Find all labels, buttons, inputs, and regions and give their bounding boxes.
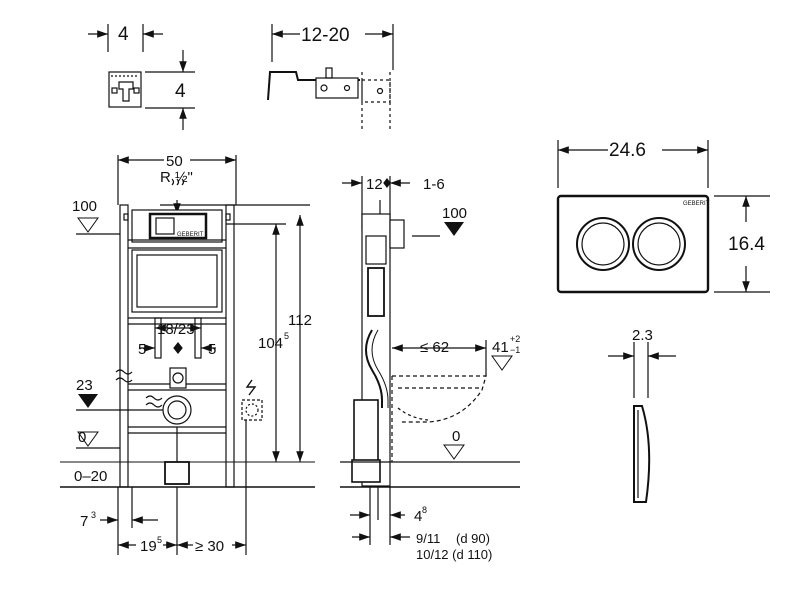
leg-offset: 7 xyxy=(80,513,88,530)
seat-tol-plus: +2 xyxy=(510,334,520,344)
level-upper: 100 xyxy=(72,198,97,215)
frame-logo: GEBERIT xyxy=(177,232,204,238)
bowl-projection: ≤ 62 xyxy=(420,339,449,356)
drain-2: 10/12 (d 110) xyxy=(416,547,492,562)
plate-width: 24.6 xyxy=(609,140,646,161)
height-actuator-sup: 5 xyxy=(284,331,289,341)
plate-height: 16.4 xyxy=(728,234,765,255)
frame-front-view xyxy=(60,155,315,555)
side-view xyxy=(340,176,520,545)
level-0-marker xyxy=(77,431,99,447)
small-bracket-width: 4 xyxy=(118,24,129,45)
plate-logo: GEBERIT xyxy=(683,201,710,207)
small-bracket-group xyxy=(88,24,195,130)
seat-level-marker xyxy=(491,355,513,371)
side-level-floor: 0 xyxy=(452,428,460,445)
height-total: 112 xyxy=(288,312,312,329)
level-drain: 23 xyxy=(76,377,93,394)
drain-1-note: (d 90) xyxy=(456,531,490,546)
small-bracket-height: 4 xyxy=(175,81,186,102)
flush-plate-group xyxy=(556,140,770,503)
pipe-offset: 4 xyxy=(414,508,422,525)
flush-spacing: 18/23 xyxy=(157,321,195,338)
large-bracket-group xyxy=(267,24,394,130)
level-floor: 0 xyxy=(78,429,86,446)
flush-plate xyxy=(556,194,710,294)
pipe-offset-sup: 8 xyxy=(422,505,427,515)
height-actuator: 104 xyxy=(258,335,283,352)
seat-height: 41 xyxy=(492,339,509,356)
side-level-upper: 100 xyxy=(442,205,467,222)
side-level-0-marker xyxy=(443,444,465,460)
large-bracket-width: 12-20 xyxy=(301,25,350,46)
level-range: 0–20 xyxy=(74,468,107,485)
seat-tol-minus: −1 xyxy=(510,345,520,355)
inner-offset: 19 xyxy=(140,538,157,555)
drain-1: 9/11 xyxy=(416,531,440,546)
min-spacing: ≥ 30 xyxy=(195,538,224,555)
level-23-marker xyxy=(78,394,98,408)
side-depth-b: 1-6 xyxy=(423,176,445,193)
plate-thickness: 2.3 xyxy=(632,327,653,344)
level-100-marker xyxy=(77,217,99,233)
side-level-100-marker xyxy=(444,222,464,236)
offset-left: 5 xyxy=(138,341,146,358)
inner-offset-sup: 5 xyxy=(157,535,162,545)
offset-right: 5 xyxy=(208,341,216,358)
leg-offset-sup: 3 xyxy=(91,510,96,520)
side-depth-a: 12 xyxy=(366,176,383,193)
frame-width: 50 xyxy=(166,153,183,170)
pipe-size: R ½" xyxy=(160,169,193,186)
